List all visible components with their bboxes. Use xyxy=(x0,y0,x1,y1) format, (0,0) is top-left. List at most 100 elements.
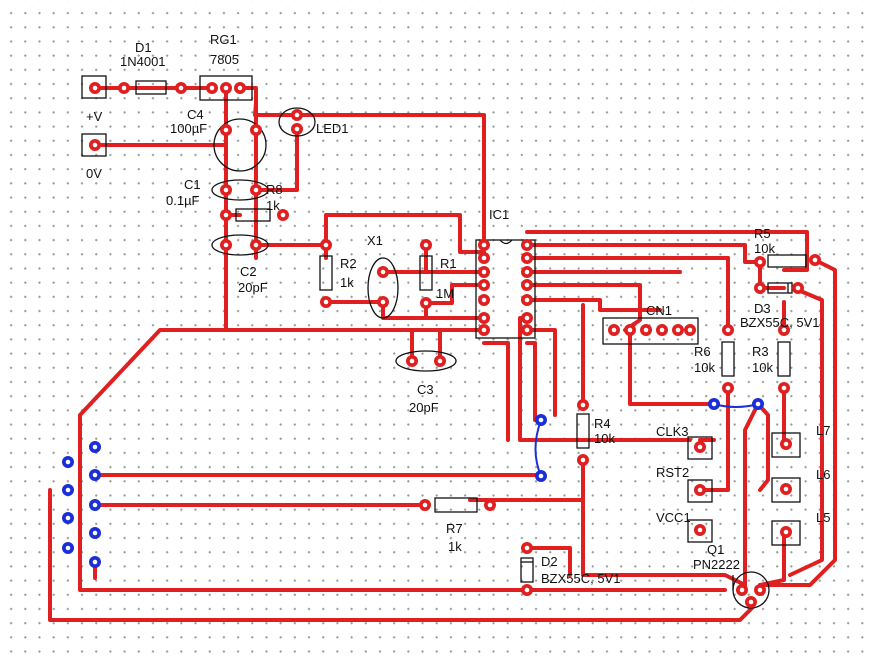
pad xyxy=(521,294,533,306)
r8-label: R8 xyxy=(266,182,283,197)
r4-label: R4 xyxy=(594,416,611,431)
pad xyxy=(521,584,533,596)
r3-label: R3 xyxy=(752,344,769,359)
pad xyxy=(780,483,792,495)
pad xyxy=(745,596,757,608)
l7-block xyxy=(771,432,801,458)
pad xyxy=(521,324,533,336)
via-pad xyxy=(89,469,101,481)
pad xyxy=(684,324,696,336)
pad xyxy=(434,355,446,367)
pad xyxy=(521,279,533,291)
pad xyxy=(478,279,490,291)
via-pad xyxy=(89,527,101,539)
c3-value: 20pF xyxy=(409,400,439,415)
copper-pads xyxy=(62,82,821,608)
pad xyxy=(220,239,232,251)
pad xyxy=(780,526,792,538)
d1-body xyxy=(135,80,167,95)
pad xyxy=(220,209,232,221)
c4-body xyxy=(213,118,267,172)
pad xyxy=(420,297,432,309)
pad xyxy=(780,438,792,450)
pad xyxy=(722,324,734,336)
pad xyxy=(377,266,389,278)
pad xyxy=(320,296,332,308)
trace xyxy=(698,386,730,492)
r5-value: 10k xyxy=(754,241,775,256)
q1-label: Q1 xyxy=(707,542,724,557)
l7-label: L7 xyxy=(816,423,830,438)
r8-body xyxy=(235,208,271,222)
trace xyxy=(525,243,762,264)
c4-value: 100µF xyxy=(170,121,207,136)
clk3-label: CLK3 xyxy=(656,424,689,439)
pad xyxy=(291,109,303,121)
pad xyxy=(250,239,262,251)
trace xyxy=(78,328,727,592)
d3-label: D3 xyxy=(754,301,771,316)
pad xyxy=(206,82,218,94)
pad xyxy=(478,266,490,278)
d1-value: 1N4001 xyxy=(120,54,166,69)
r2-value: 1k xyxy=(340,275,354,290)
c3-label: C3 xyxy=(417,382,434,397)
pad xyxy=(754,584,766,596)
trace xyxy=(525,341,537,422)
vcc1-label: VCC1 xyxy=(656,510,691,525)
c2-body xyxy=(211,234,269,256)
pad xyxy=(521,542,533,554)
zerov-block xyxy=(81,133,107,157)
l6-label: L6 xyxy=(816,467,830,482)
pad xyxy=(672,324,684,336)
trace xyxy=(743,402,760,592)
led1-label: LED1 xyxy=(316,121,349,136)
d2-label: D2 xyxy=(541,554,558,569)
pad xyxy=(250,184,262,196)
c3-body xyxy=(395,350,457,372)
pad xyxy=(220,124,232,136)
pad xyxy=(320,239,332,251)
pad xyxy=(220,82,232,94)
pad xyxy=(778,324,790,336)
x1-label: X1 xyxy=(367,233,383,248)
trace xyxy=(525,230,809,272)
pad xyxy=(694,524,706,536)
via-pad xyxy=(535,414,547,426)
jumper-wire xyxy=(534,419,542,477)
pad xyxy=(406,355,418,367)
pad xyxy=(809,254,821,266)
ic1-body xyxy=(475,239,536,339)
l5-label: L5 xyxy=(816,510,830,525)
component-labels: D1 1N4001 RG1 7805 +V 0V C4 100µF LED1 C… xyxy=(86,32,830,586)
via-pad xyxy=(535,470,547,482)
trace xyxy=(788,288,824,577)
copper-traces xyxy=(48,86,837,622)
pad xyxy=(420,239,432,251)
trace xyxy=(253,101,486,247)
rg1-label: RG1 xyxy=(210,32,237,47)
pad xyxy=(624,324,636,336)
ic1-notch xyxy=(499,239,513,245)
via-pad xyxy=(89,441,101,453)
d1-label: D1 xyxy=(135,40,152,55)
via-pad xyxy=(89,499,101,511)
d2-body xyxy=(520,557,534,583)
led1-body xyxy=(278,107,316,137)
trace xyxy=(48,488,754,622)
trace xyxy=(581,458,747,587)
r2-body xyxy=(319,255,333,291)
pad xyxy=(234,82,246,94)
l5-block xyxy=(771,520,801,546)
c2-value: 20pF xyxy=(238,280,268,295)
d3-value: BZX55C, 5V1 xyxy=(740,315,820,330)
r1-body xyxy=(419,255,433,291)
jumper-wire xyxy=(713,403,759,408)
pad xyxy=(521,239,533,251)
via-pad xyxy=(89,556,101,568)
r1-value: 1M xyxy=(436,286,454,301)
cn1-body xyxy=(602,317,699,345)
trace xyxy=(525,298,662,312)
via-pad xyxy=(708,398,720,410)
r7-value: 1k xyxy=(448,539,462,554)
